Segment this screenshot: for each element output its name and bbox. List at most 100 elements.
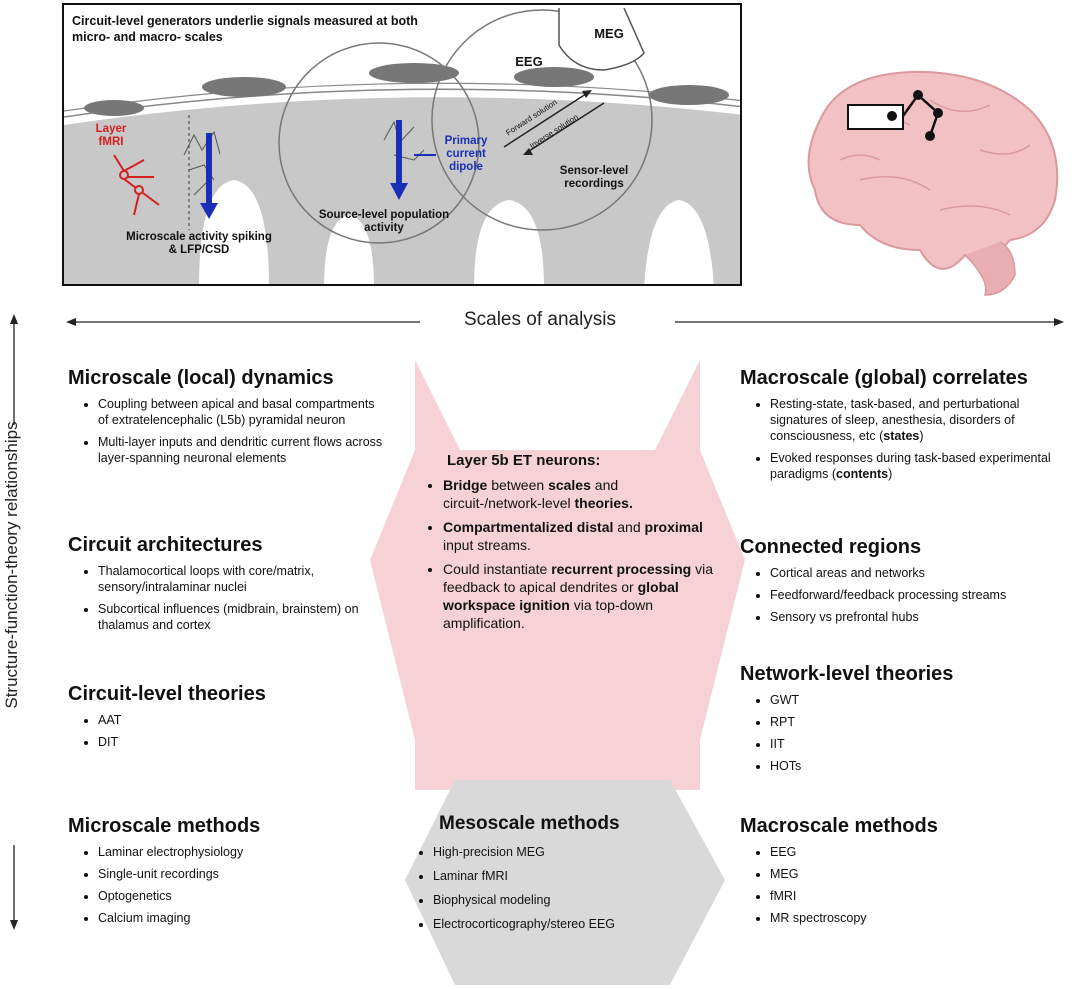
connected-regions-section: Connected regions Cortical areas and net… (740, 535, 1075, 631)
list-item: Subcortical influences (midbrain, brains… (98, 601, 388, 633)
layer5b-box: Layer 5b ET neurons: Bridge between scal… (415, 452, 715, 638)
network-theories-section: Network-level theories GWT RPT IIT HOTs (740, 662, 1075, 780)
section-title: Network-level theories (740, 663, 954, 685)
layer5b-bullets: Bridge between scales and circuit-/netwo… (415, 476, 715, 632)
microscale-methods-section: Microscale methods Laminar electrophysio… (68, 814, 388, 932)
source-label: Source-level population activity (318, 209, 450, 234)
list-item: MR spectroscopy (770, 910, 1075, 926)
primary-dipole-label: Primary current dipole (444, 135, 488, 173)
sensor-circle (431, 9, 653, 231)
list-item: GWT (770, 692, 1075, 708)
section-title: Circuit architectures (68, 534, 263, 556)
list-item: Optogenetics (98, 888, 388, 904)
bullet-list: Laminar electrophysiologySingle-unit rec… (68, 844, 388, 926)
section-title: Macroscale methods (740, 815, 938, 837)
list-item: MEG (770, 866, 1075, 882)
scales-of-analysis-label: Scales of analysis (420, 309, 660, 331)
text-segment: and circuit-/network-level (443, 477, 619, 511)
left-arrowhead (66, 318, 76, 326)
text-segment: via feedback to apical dendrites or (443, 561, 714, 595)
bullet-list: EEG MEG fMRI MR spectroscopy (740, 844, 1075, 926)
list-item: Could instantiate recurrent processing v… (443, 560, 715, 632)
list-item: Bridge between scales and circuit-/netwo… (443, 476, 715, 512)
right-arrowhead (1054, 318, 1064, 326)
list-item: RPT (770, 714, 1075, 730)
circuit-architectures-section: Circuit architectures Thalamocortical lo… (68, 533, 388, 639)
bullet-list: Thalamocortical loops with core/matrix, … (68, 563, 388, 633)
list-item: Laminar fMRI (433, 868, 725, 884)
bullet-list: GWT RPT IIT HOTs (740, 692, 1075, 774)
text-segment: states (883, 429, 920, 443)
list-item: Evoked responses during task-based exper… (770, 450, 1075, 482)
structure-function-label: Structure-function-theory relationships (2, 421, 21, 709)
circuit-theories-section: Circuit-level theories AAT DIT (68, 682, 388, 756)
pink-double-arrow (370, 360, 745, 790)
down-arrowhead (10, 920, 18, 930)
text-segment: and (613, 519, 645, 535)
section-title: Microscale (local) dynamics (68, 367, 334, 389)
section-title: Microscale methods (68, 815, 261, 837)
list-item: Compartmentalized distal and proximal in… (443, 518, 715, 554)
list-item: Biophysical modeling (433, 892, 725, 908)
list-item: Coupling between apical and basal compar… (98, 396, 388, 428)
list-item: AAT (98, 712, 388, 728)
macroscale-correlates-section: Macroscale (global) correlates Resting-s… (740, 366, 1075, 488)
list-item: Electrocorticography/stereo EEG (433, 916, 725, 932)
mesoscale-methods-section: Mesoscale methods High-precision MEGLami… (405, 812, 725, 940)
source-circle (278, 42, 480, 244)
layer5b-title: Layer 5b ET neurons: (447, 452, 601, 469)
bullet-list: Resting-state, task-based, and perturbat… (740, 396, 1075, 482)
text-segment: scales (548, 477, 591, 493)
red-neuron-icon (113, 154, 160, 216)
list-item: Single-unit recordings (98, 866, 388, 882)
bullet-list: Coupling between apical and basal compar… (68, 396, 388, 466)
sulcus (199, 180, 269, 284)
eeg-label: EEG (515, 54, 543, 69)
list-item: Calcium imaging (98, 910, 388, 926)
section-title: Macroscale (global) correlates (740, 367, 1028, 389)
gray-double-arrow (405, 780, 725, 985)
list-item: DIT (98, 734, 388, 750)
up-arrowhead (10, 314, 18, 324)
text-segment: ) (919, 429, 924, 443)
text-segment: contents (836, 467, 889, 481)
sensor-label: Sensor-level recordings (559, 165, 629, 190)
top-illustration-panel: Circuit-level generators underlie signal… (62, 3, 742, 286)
list-item: HOTs (770, 758, 1075, 774)
section-title: Mesoscale methods (439, 813, 620, 834)
text-segment: via top-down amplification. (443, 597, 654, 631)
list-item: EEG (770, 844, 1075, 860)
text-segment: global workspace ignition (443, 579, 679, 613)
section-title: Connected regions (740, 536, 922, 558)
cortex-illustration (64, 7, 740, 284)
list-item: IIT (770, 736, 1075, 752)
bullet-list: Cortical areas and networksFeedforward/f… (740, 565, 1075, 625)
text-segment: Evoked responses during task-based exper… (770, 451, 1051, 481)
text-segment: recurrent processing (551, 561, 692, 577)
bullet-list: High-precision MEGLaminar fMRIBiophysica… (405, 844, 725, 932)
text-segment: theories. (574, 495, 633, 511)
microscale-dynamics-section: Microscale (local) dynamics Coupling bet… (68, 366, 388, 472)
text-segment: Resting-state, task-based, and perturbat… (770, 397, 1020, 443)
text-segment: input streams. (443, 537, 531, 553)
brain-illustration (807, 70, 1059, 296)
meg-sensor-icon (558, 7, 645, 71)
list-item: Resting-state, task-based, and perturbat… (770, 396, 1075, 444)
meg-label: MEG (594, 26, 624, 41)
panel-title: Circuit-level generators underlie signal… (72, 14, 418, 44)
blue-dipole-arrow (200, 203, 218, 219)
list-item: Multi-layer inputs and dendritic current… (98, 434, 388, 466)
list-item: Thalamocortical loops with core/matrix, … (98, 563, 388, 595)
list-item: Feedforward/feedback processing streams (770, 587, 1075, 603)
text-segment: Bridge (443, 477, 488, 493)
layer-fmri-label: Layer fMRI (95, 123, 127, 148)
list-item: Sensory vs prefrontal hubs (770, 609, 1075, 625)
text-segment: proximal (644, 519, 703, 535)
section-title: Circuit-level theories (68, 683, 266, 705)
bullet-list: AAT DIT (68, 712, 388, 750)
text-segment: ) (888, 467, 893, 481)
list-item: Cortical areas and networks (770, 565, 1075, 581)
list-item: fMRI (770, 888, 1075, 904)
text-segment: Compartmentalized distal (443, 519, 614, 535)
